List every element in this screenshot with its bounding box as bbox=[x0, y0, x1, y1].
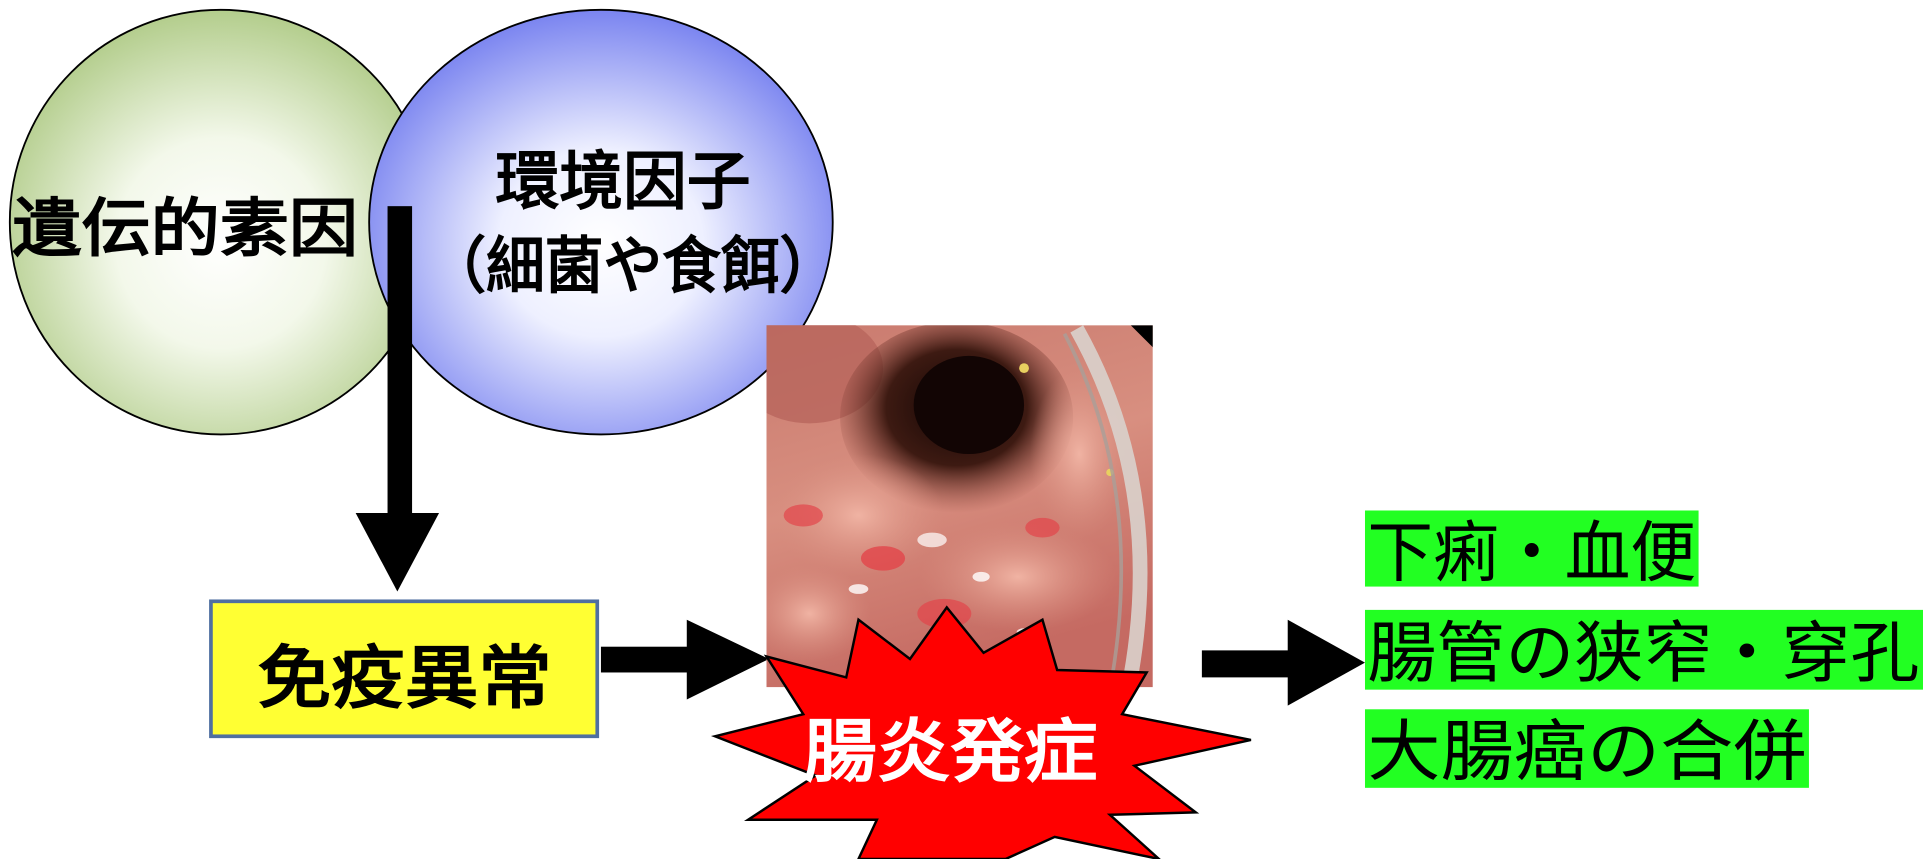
outcome-label: 下痢・血便 bbox=[1367, 515, 1696, 592]
environmental-factor-circle bbox=[369, 10, 833, 435]
environmental-factor-detail: （細菌や食餌） bbox=[427, 231, 838, 302]
outcome-item: 大腸癌の合併 bbox=[1365, 709, 1809, 790]
outcome-label: 腸管の狭窄・穿孔 bbox=[1367, 615, 1919, 692]
right-arrow-icon bbox=[601, 620, 769, 700]
outcome-item: 下痢・血便 bbox=[1365, 510, 1699, 591]
outcome-item: 腸管の狭窄・穿孔 bbox=[1365, 610, 1923, 692]
immune-abnormality-label: 免疫異常 bbox=[258, 639, 552, 719]
right-arrow-icon bbox=[1202, 620, 1365, 706]
genetic-factor-label: 遺伝的素因 bbox=[12, 192, 358, 266]
outcome-label: 大腸癌の合併 bbox=[1367, 713, 1806, 790]
environmental-factor-label: 環境因子 bbox=[495, 146, 750, 220]
enteritis-onset-label: 腸炎発症 bbox=[803, 713, 1097, 793]
